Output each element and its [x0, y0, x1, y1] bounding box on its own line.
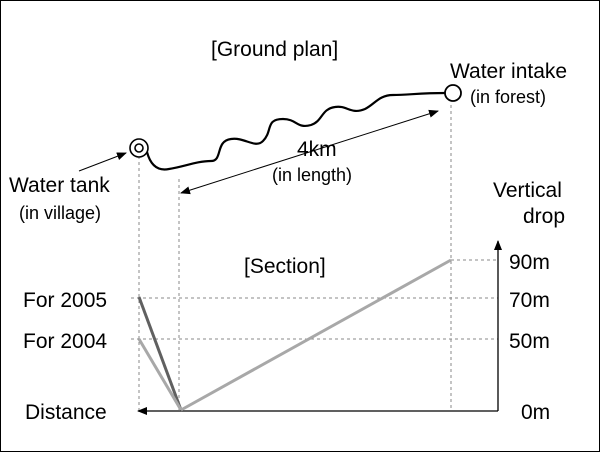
water-intake-symbol	[444, 84, 462, 102]
water-tank-symbol	[129, 138, 149, 158]
section-title: [Section]	[244, 255, 326, 278]
vertical-drop-title-line1: Vertical	[493, 179, 562, 202]
water-intake-label: Water intake	[450, 60, 567, 83]
length-note-label: (in length)	[272, 165, 352, 185]
tick-0m: 0m	[521, 401, 550, 424]
tank-pointer-arrow	[78, 152, 127, 172]
water-intake-note: (in forest)	[470, 87, 546, 107]
line-for-2005	[137, 296, 183, 411]
length-value-label: 4km	[297, 138, 337, 161]
tick-70m: 70m	[509, 289, 550, 312]
water-tank-symbol-inner	[134, 143, 144, 153]
line-for-2004	[137, 338, 183, 411]
pipe-route	[145, 91, 446, 171]
vertical-drop-title-line2: drop	[523, 205, 565, 228]
water-tank-note: (in village)	[19, 203, 101, 223]
tick-90m: 90m	[509, 251, 550, 274]
label-for-2004: For 2004	[23, 330, 107, 353]
water-tank-label: Water tank	[9, 174, 110, 197]
pipe-rise-line	[180, 258, 452, 412]
tick-50m: 50m	[509, 330, 550, 353]
ground-plan-title: [Ground plan]	[211, 38, 338, 61]
label-for-2005: For 2005	[23, 289, 107, 312]
length-dimension-arrow	[180, 109, 439, 195]
distance-label: Distance	[25, 401, 107, 424]
